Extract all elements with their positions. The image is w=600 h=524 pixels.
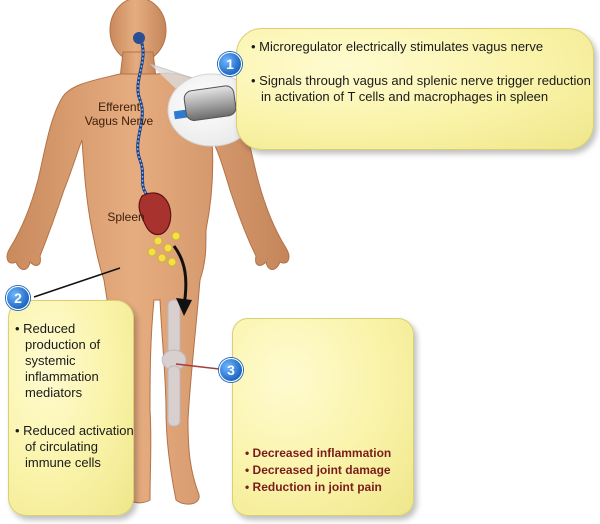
callout-3-bullet-3: Reduction in joint pain — [245, 479, 415, 495]
callout-3: Decreased inflammation Decreased joint d… — [232, 318, 414, 516]
vagus-nerve — [136, 37, 150, 198]
callout-2-number-badge: 2 — [6, 286, 30, 310]
callout-1-bullet-1: Microregulator electrically stimulates v… — [251, 39, 591, 55]
callout-3-number-badge: 3 — [219, 358, 243, 382]
signal-particles — [147, 231, 181, 267]
callout-3-bullet-1: Decreased inflammation — [245, 445, 415, 461]
spleen-label: Spleen — [107, 210, 145, 224]
callout3-line — [175, 363, 220, 370]
callout-3-bullet-2: Decreased joint damage — [245, 462, 415, 478]
callout-2-bullet-1: Reduced production of systemic inflammat… — [15, 321, 135, 401]
human-body — [6, 0, 290, 505]
callout2-line — [33, 267, 121, 298]
efferent-vagus-nerve-label: Efferent Vagus Nerve — [84, 100, 154, 128]
callout-2-bullet-2: Reduced activation of circulating immune… — [15, 423, 135, 471]
spleen-organ — [138, 192, 172, 236]
brainstem-icon — [133, 32, 145, 44]
microregulator-device — [183, 85, 237, 122]
circulation-arrow — [172, 245, 188, 307]
callout-1: Microregulator electrically stimulates v… — [236, 28, 594, 150]
callout-1-bullet-2: Signals through vagus and splenic nerve … — [251, 73, 591, 105]
callout-1-number-badge: 1 — [218, 52, 242, 76]
callout-2: Reduced production of systemic inflammat… — [8, 300, 134, 516]
